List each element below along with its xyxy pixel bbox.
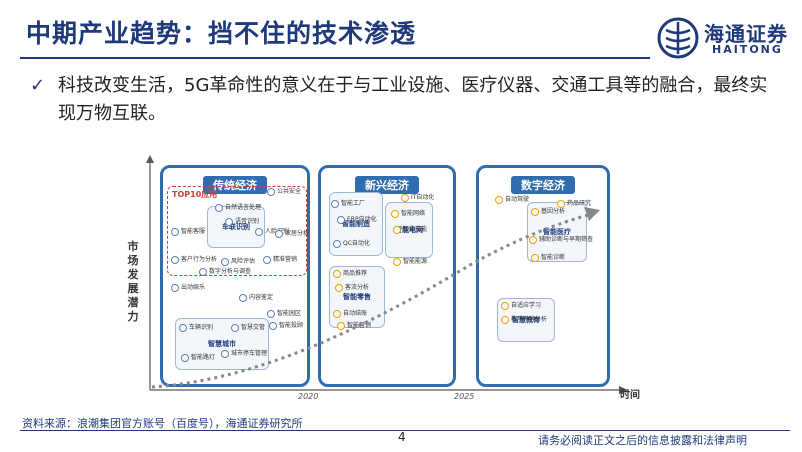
x-axis-label: 时间	[620, 390, 640, 401]
list-item: 语音识别	[225, 216, 259, 226]
title-divider	[20, 57, 650, 59]
page-number: 4	[398, 430, 406, 444]
haitong-emblem-icon	[657, 17, 699, 59]
logo-text-en: HAITONG	[712, 43, 783, 56]
list-item: 智慧交管	[231, 322, 265, 332]
list-item: ERP自动化	[337, 214, 377, 224]
list-item: 智能工厂	[331, 198, 365, 208]
list-item: 智能路灯	[181, 352, 215, 362]
list-item: 智能营销	[337, 320, 371, 330]
bottom-divider	[20, 430, 790, 431]
panel-traditional: 传统经济 TOP10应用 车联识别 智慧城市 公共安全 自然语言处理 语音识别 …	[160, 165, 310, 387]
list-item: 公共安全	[267, 186, 301, 196]
logo-text-cn: 海通证券	[704, 22, 788, 46]
haitong-logo: 海通证券 HAITONG	[656, 16, 791, 60]
list-item: 数字分析与调查	[199, 266, 251, 276]
panel-title-digital: 数字经济	[511, 176, 575, 194]
list-item: 客户行为分析	[171, 254, 217, 264]
year-label-2025: 2025	[454, 392, 475, 401]
list-item: 风险评估	[221, 256, 255, 266]
y-axis-label: 市场发展潜力	[127, 240, 139, 323]
x-axis-arrow-icon	[619, 386, 628, 394]
list-item: 精准营销	[263, 254, 297, 264]
list-item: 智能网络	[391, 208, 425, 218]
list-item: 城市停车管理	[221, 348, 267, 358]
panel-title-traditional: 传统经济	[203, 176, 267, 194]
y-axis-arrow-icon	[146, 155, 154, 163]
list-item: 智能能源	[393, 256, 427, 266]
list-item: 车辆识别	[179, 322, 213, 332]
list-item: 智能客服	[171, 226, 205, 236]
list-item: 智能投顾	[269, 320, 303, 330]
list-item: 药品研究	[557, 198, 591, 208]
list-item: 智能园区	[267, 308, 301, 318]
list-item: 客流分析	[335, 282, 369, 292]
page-title: 中期产业趋势：挡不住的技术渗透	[26, 19, 417, 48]
top10-label: TOP10应用	[172, 190, 218, 199]
checkmark-icon: ✓	[30, 75, 46, 96]
list-item: 自动结账	[333, 308, 367, 318]
list-item: 内容鉴定	[239, 292, 273, 302]
list-item: 智能节能	[393, 224, 427, 234]
panel-emerging: 新兴经济 智能制造 智能电网 智能零售 IT自动化 智能工厂 ERP自动化 QC…	[318, 165, 456, 387]
list-item: 教学内容分析	[501, 314, 547, 324]
list-item: IT自动化	[401, 192, 434, 202]
list-item: 商品推荐	[333, 268, 367, 278]
bullet-point: ✓ 科技改变生活，5G革命性的意义在于与工业设施、医疗仪器、交通工具等的融合，最…	[30, 72, 770, 128]
source-note: 资料来源：浪潮集团官方账号（百度号），海通证券研究所	[22, 417, 303, 430]
list-item: 智能诊断	[531, 252, 565, 262]
panel-title-emerging: 新兴经济	[355, 176, 419, 194]
list-item: 出动娱乐	[171, 282, 205, 292]
list-item: QC自动化	[333, 238, 370, 248]
list-item: 辅助诊断与早期筛查	[529, 234, 593, 244]
panel-digital: 数字经济 智能医疗 智慧教育 自动驾驶 基因分析 药品研究 辅助诊断与早期筛查 …	[476, 165, 610, 387]
disclaimer-note: 请务必阅读正文之后的信息披露和法律声明	[538, 434, 747, 447]
list-item: 自动驾驶	[495, 194, 529, 204]
list-item: 自然语言处理	[215, 202, 261, 212]
list-item: 家居分析	[275, 228, 309, 238]
bullet-text: 科技改变生活，5G革命性的意义在于与工业设施、医疗仪器、交通工具等的融合，最终实…	[58, 75, 768, 124]
axes-graphic	[146, 155, 628, 394]
year-label-2020: 2020	[298, 392, 319, 401]
list-item: 自适应学习	[501, 300, 541, 310]
